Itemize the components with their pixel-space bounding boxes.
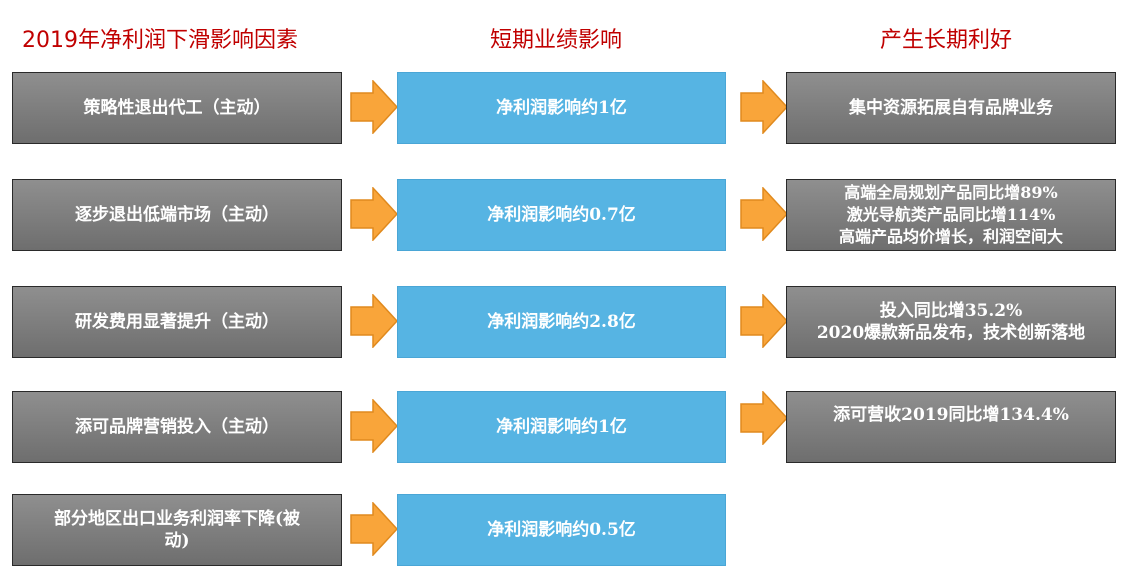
impact-label-3: 净利润影响约2.8亿 (487, 312, 636, 332)
benefit-line: 集中资源拓展自有品牌业务 (849, 98, 1053, 118)
impact-box-4: 净利润影响约1亿 (397, 391, 726, 463)
impact-box-5: 净利润影响约0.5亿 (397, 494, 726, 566)
benefit-line: 投入同比增35.2% (879, 301, 1023, 321)
impact-label-5: 净利润影响约0.5亿 (487, 520, 636, 540)
factor-label-2: 逐步退出低端市场（主动） (75, 205, 279, 225)
arrow-icon (350, 80, 398, 134)
arrow-icon (350, 187, 398, 241)
factor-box-4: 添可品牌营销投入（主动） (12, 391, 342, 463)
benefit-box-1: 集中资源拓展自有品牌业务 (786, 72, 1116, 144)
factor-label-4: 添可品牌营销投入（主动） (75, 417, 279, 437)
arrow-icon (350, 399, 398, 453)
factor-label-5-line-1: 部分地区出口业务利润率下降(被 (53, 509, 301, 529)
benefit-box-4: 添可营收2019同比增134.4% (786, 391, 1116, 463)
factor-label-1: 策略性退出代工（主动） (83, 98, 271, 118)
arrow-icon (740, 80, 788, 134)
header-short-term: 短期业绩影响 (490, 28, 623, 53)
factor-box-3: 研发费用显著提升（主动） (12, 286, 342, 358)
arrow-icon (740, 187, 788, 241)
factor-label-3: 研发费用显著提升（主动） (75, 312, 279, 332)
factor-box-5: 部分地区出口业务利润率下降(被 动) (12, 494, 342, 566)
benefit-box-2: 高端全局规划产品同比增89% 激光导航类产品同比增114% 高端产品均价增长，利… (786, 179, 1116, 251)
header-long-term: 产生长期利好 (880, 28, 1013, 53)
arrow-icon (740, 294, 788, 348)
arrow-icon (350, 502, 398, 556)
impact-box-2: 净利润影响约0.7亿 (397, 179, 726, 251)
arrow-icon (350, 294, 398, 348)
impact-label-2: 净利润影响约0.7亿 (487, 205, 636, 225)
factor-label-5-line-2: 动) (164, 531, 190, 551)
factor-box-1: 策略性退出代工（主动） (12, 72, 342, 144)
benefit-line: 添可营收2019同比增134.4% (833, 405, 1069, 425)
factor-box-2: 逐步退出低端市场（主动） (12, 179, 342, 251)
benefit-box-3: 投入同比增35.2% 2020爆款新品发布，技术创新落地 (786, 286, 1116, 358)
impact-box-3: 净利润影响约2.8亿 (397, 286, 726, 358)
impact-label-4: 净利润影响约1亿 (496, 417, 627, 437)
impact-box-1: 净利润影响约1亿 (397, 72, 726, 144)
benefit-line: 2020爆款新品发布，技术创新落地 (816, 323, 1086, 343)
benefit-line: 高端全局规划产品同比增89% (844, 183, 1058, 202)
benefit-line: 激光导航类产品同比增114% (846, 205, 1056, 224)
header-factors: 2019年净利润下滑影响因素 (22, 28, 298, 53)
impact-label-1: 净利润影响约1亿 (496, 98, 627, 118)
benefit-line: 高端产品均价增长，利润空间大 (838, 227, 1063, 246)
arrow-icon (740, 391, 788, 445)
